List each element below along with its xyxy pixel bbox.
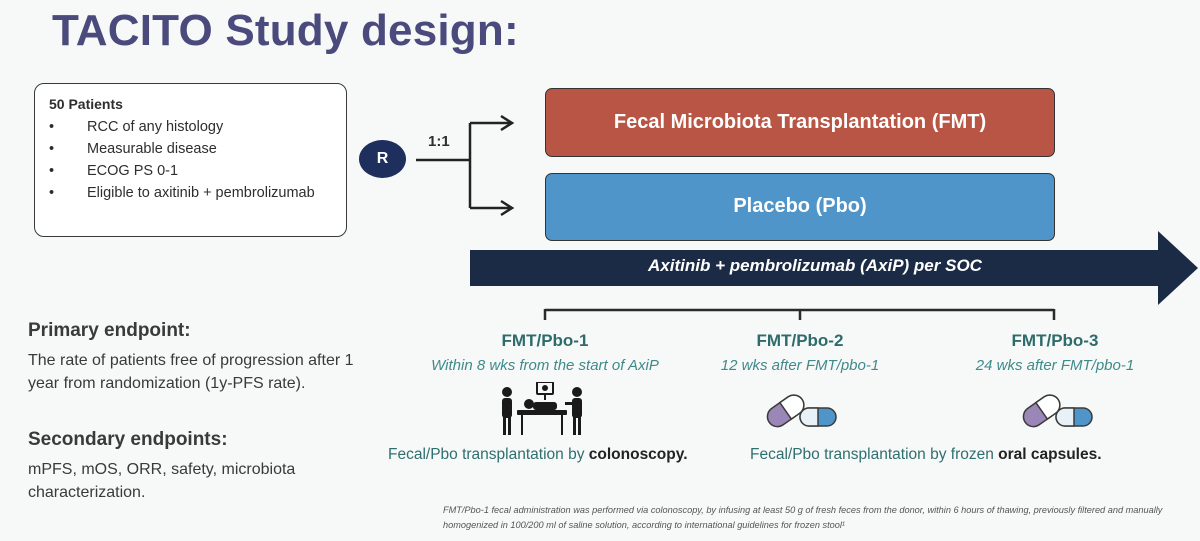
timepoint-title: FMT/Pbo-2 [756, 331, 844, 350]
capsule-icon [1018, 386, 1096, 441]
secondary-endpoints-text: mPFS, mOS, ORR, safety, microbiota chara… [28, 461, 296, 501]
eligibility-item: Measurable disease [49, 138, 336, 160]
timepoint-subtitle: Within 8 wks from the start of AxiP [431, 357, 659, 374]
placebo-arm-box: Placebo (Pbo) [545, 173, 1055, 241]
capsule-icon [762, 386, 840, 441]
timepoint-subtitle: 12 wks after FMT/pbo-1 [720, 357, 880, 374]
secondary-endpoints-title: Secondary endpoints: [28, 429, 228, 450]
timepoint-bracket [543, 308, 1056, 320]
eligibility-item: RCC of any histology [49, 116, 336, 138]
randomization-node: R [359, 140, 406, 178]
page-title: TACITO Study design: [52, 6, 519, 55]
randomization-ratio: 1:1 [428, 133, 450, 150]
timepoint-subtitle: 24 wks after FMT/pbo-1 [975, 357, 1135, 374]
timepoint-title: FMT/Pbo-1 [501, 331, 589, 350]
footnote: FMT/Pbo-1 fecal administration was perfo… [443, 505, 1163, 530]
colonoscopy-route-label: Fecal/Pbo transplantation by colonoscopy… [388, 446, 688, 463]
patients-heading: 50 Patients [49, 96, 123, 112]
timepoint-title: FMT/Pbo-3 [1011, 331, 1099, 350]
fmt-arrowhead [500, 114, 515, 132]
pbo-arrowhead [500, 199, 515, 217]
primary-endpoint-title: Primary endpoint: [28, 320, 191, 341]
colonoscopy-procedure-icon [497, 381, 589, 443]
primary-endpoint-text: The rate of patients free of progression… [28, 352, 354, 392]
background-therapy-label: Axitinib + pembrolizumab (AxiP) per SOC [648, 256, 982, 275]
eligibility-item: Eligible to axitinib + pembrolizumab [49, 182, 336, 204]
capsule-route-label: Fecal/Pbo transplantation by frozen oral… [750, 446, 1102, 463]
patient-eligibility-box: 50 Patients RCC of any histology Measura… [34, 83, 347, 237]
eligibility-item: ECOG PS 0-1 [49, 160, 336, 182]
fmt-arm-box: Fecal Microbiota Transplantation (FMT) [545, 88, 1055, 157]
axip-timeline-arrow [470, 231, 1198, 305]
eligibility-list: RCC of any histology Measurable disease … [49, 116, 336, 204]
